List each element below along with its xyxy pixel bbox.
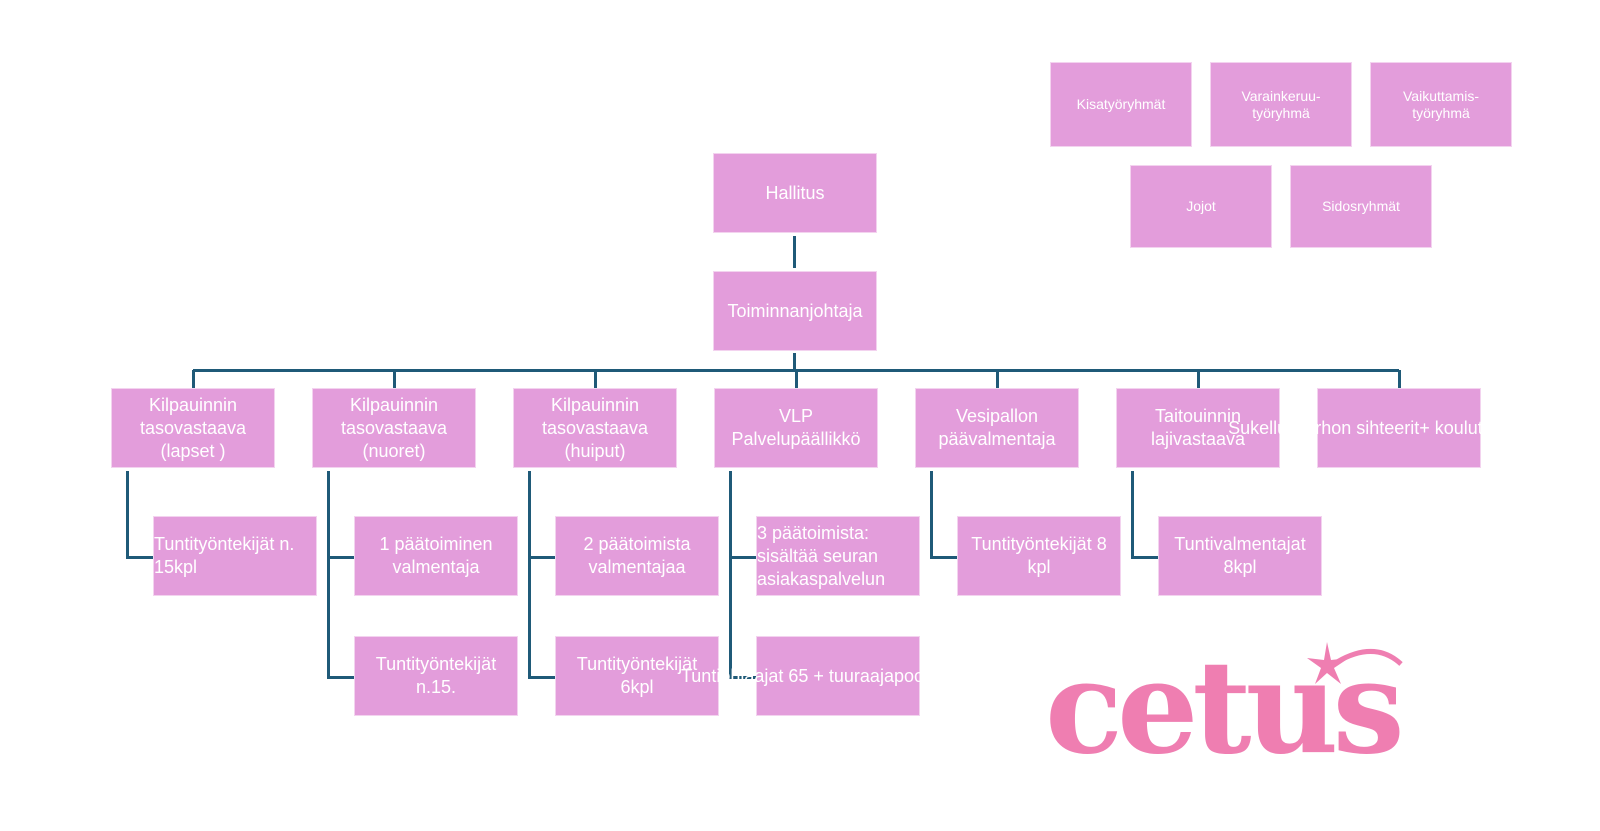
connector-director-bus [793,353,796,371]
connector-child [327,556,354,559]
connector-child [327,676,354,679]
working-group-varainkeruu: Varainkeruu- työryhmä [1210,62,1352,147]
unit-box: Taitouinnin lajivastaava [1116,388,1280,468]
connector-unit-children [126,471,129,558]
staff-box: 3 päätoimista: sisältää seuran asiakaspa… [756,516,920,596]
connector-child [729,556,756,559]
swash-icon [1335,649,1403,666]
unit-box: Kilpauinnin tasovastaava (lapset ) [111,388,275,468]
unit-box: Vesipallon päävalmentaja [915,388,1079,468]
director-box: Toiminnanjohtaja [713,271,877,351]
unit-box: VLP Palvelupäällikkö [714,388,878,468]
staff-box: Tuntityöntekijät n.15. [354,636,518,716]
connector-board-director [793,236,796,268]
connector-bus-unit [1197,370,1200,388]
star-icon [1307,642,1349,684]
staff-box: Tuntityöntekijät 8 kpl [957,516,1121,596]
connector-bus-unit [393,370,396,388]
connector-bus-unit [594,370,597,388]
connector-bus-unit [192,370,195,388]
working-group-kisatyoryhmat: Kisatyöryhmät [1050,62,1192,147]
connector-bus-unit [795,370,798,388]
connector-unit-children [528,471,531,678]
logo-text: cetus [1045,640,1400,780]
connector-bus-unit [1398,370,1401,388]
staff-box: Tuntityöntekijät n. 15kpl [153,516,317,596]
unit-box: Kilpauinnin tasovastaava (nuoret) [312,388,476,468]
connector-child [930,556,957,559]
cetus-logo: cetus [1045,640,1406,780]
connector-child [126,556,153,559]
connector-child [1131,556,1158,559]
connector-unit-children [729,471,732,678]
connector-child [729,676,756,679]
staff-box: 2 päätoimista valmentajaa [555,516,719,596]
staff-box: Tuntivalmentajat 8kpl [1158,516,1322,596]
connector-unit-children [327,471,330,678]
connector-unit-children [1131,471,1134,558]
connector-bus-unit [996,370,999,388]
board-box: Hallitus [713,153,877,233]
staff-box: Tuntiohjaajat 65 + tuuraajapooli n.20kpl [681,636,995,716]
connector-child [528,676,555,679]
connector-child [528,556,555,559]
working-group-sidosryhmat: Sidosryhmät [1290,165,1432,248]
unit-box: Kilpauinnin tasovastaava (huiput) [513,388,677,468]
staff-box: Tuntityöntekijät 6kpl [555,636,719,716]
working-group-vaikuttamis: Vaikuttamis- työryhmä [1370,62,1512,147]
unit-box: Sukelluskerhon sihteerit+ kouluttajat n.… [1228,388,1570,468]
connector-unit-children [930,471,933,558]
working-group-jojot: Jojot [1130,165,1272,248]
staff-box: 1 päätoiminen valmentaja [354,516,518,596]
